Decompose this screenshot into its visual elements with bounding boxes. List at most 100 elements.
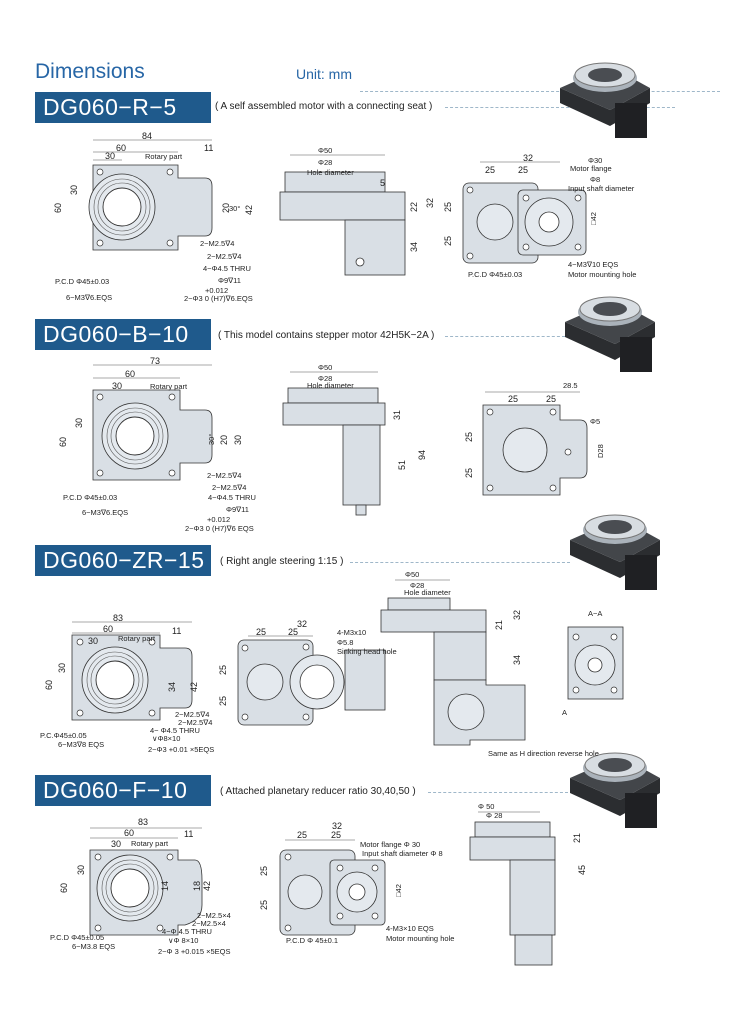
side-view-dimension-label: 31 <box>392 409 402 420</box>
top-view-dimension-label: 42 <box>244 204 254 215</box>
top-view-dimension-label: 2−M2.5∇4 <box>178 718 213 727</box>
side-view-dimension-label: Hole diameter <box>404 588 451 597</box>
motor-view-r5 <box>462 182 587 264</box>
model-banner-r5: DG060−R−5 <box>35 92 211 123</box>
side-view-dimension-label: Φ28 <box>410 581 425 590</box>
top-view-dimension-label: 60 <box>58 436 68 447</box>
top-view-dimension-label: 30° <box>229 204 241 213</box>
dimension-lines <box>72 139 580 841</box>
top-view-dimension-label: +0.012 <box>205 286 229 295</box>
top-view-dimension-label: 14 <box>160 880 170 891</box>
motor-view-dimension-label: □42 <box>394 884 403 897</box>
top-view-dimension-label: 30 <box>88 636 99 646</box>
top-view-dimension-label: 2−M2.5∇4 <box>175 710 210 719</box>
motor-view-dimension-label: Input shaft diameter Φ 8 <box>362 849 443 858</box>
motor-view-dimension-label: 25 <box>288 627 299 637</box>
motor-view-dimension-label: 25 <box>464 431 474 442</box>
motor-view-dimension-label: Motor flange <box>570 164 612 173</box>
motor-view-dimension-label: 25 <box>259 865 269 876</box>
motor-view-b10 <box>482 404 588 496</box>
side-view-dimension-label: Φ28 <box>318 374 333 383</box>
product-photo-f10 <box>569 752 661 829</box>
top-view-b10 <box>92 389 213 481</box>
top-view-dimension-label: 2−M2.5×4 <box>192 919 226 928</box>
motor-view-dimension-label: 4-M3x10 <box>337 628 367 637</box>
top-view-dimension-label: 73 <box>150 356 161 366</box>
top-view-dimension-label: 2−Φ 3 +0.015 ×5EQS <box>158 947 231 956</box>
motor-view-dimension-label: 25 <box>508 394 519 404</box>
top-view-dimension-label: Rotary part <box>150 382 188 391</box>
top-view-dimension-label: 20 <box>219 434 229 445</box>
model-banner-zr15: DG060−ZR−15 <box>35 545 211 576</box>
motor-view-dimension-label: 25 <box>256 627 267 637</box>
top-view-dimension-label: 42 <box>202 880 212 891</box>
section-view-a-a <box>567 626 624 700</box>
motor-view-dimension-label: 25 <box>218 695 228 706</box>
divider <box>445 336 565 337</box>
top-view-dimension-label: 11 <box>184 829 194 839</box>
motor-view-dimension-label: P.C.D Φ45±0.03 <box>468 270 523 279</box>
top-view-dimension-label: 60 <box>44 679 54 690</box>
top-view-dimension-label: ∨Φ8×10 <box>152 734 181 743</box>
model-note: ( A self assembled motor with a connecti… <box>215 101 433 112</box>
top-view-dimension-label: P.C.D Φ45±0.03 <box>55 277 110 286</box>
top-view-dimension-label: 11 <box>204 143 214 153</box>
side-view-dimension-label: Φ28 <box>318 158 333 167</box>
motor-view-dimension-label: Motor mounting hole <box>386 934 455 943</box>
top-view-dimension-label: 30 <box>233 434 243 445</box>
motor-view-dimension-label: 25 <box>464 467 474 478</box>
product-photo-zr15 <box>569 514 661 591</box>
divider <box>445 107 675 108</box>
side-view-dimension-label: 94 <box>417 449 427 460</box>
top-view-dimension-label: 30 <box>76 864 86 875</box>
motor-view-dimension-label: Φ5 <box>590 417 601 426</box>
model-note: ( This model contains stepper motor 42H5… <box>218 330 435 341</box>
side-view-dimension-label: 5 <box>380 178 386 188</box>
top-view-dimension-label: 2−M2.5∇4 <box>207 471 242 480</box>
motor-view-dimension-label: □42 <box>589 212 598 225</box>
motor-view-dimension-label: 4−M3∇10 EQS <box>568 260 619 269</box>
motor-view-dimension-label: 32 <box>523 153 534 163</box>
top-view-dimension-label: 6−M3∇6.EQS <box>66 293 113 302</box>
model-banner-f10: DG060−F−10 <box>35 775 211 806</box>
side-view-f10 <box>469 821 556 966</box>
motor-view-dimension-label: 25 <box>485 165 496 175</box>
top-view-dimension-label: Φ9∇11 <box>218 276 241 285</box>
top-view-dimension-label: 30 <box>57 662 67 673</box>
top-view-dimension-label: 30 <box>74 417 84 428</box>
side-view-dimension-label: Hole diameter <box>307 381 354 390</box>
top-view-dimension-label: Rotary part <box>131 839 169 848</box>
top-view-dimension-label: 30 <box>112 381 123 391</box>
top-view-dimension-label: 60 <box>103 624 114 634</box>
top-view-dimension-label: 60 <box>53 202 63 213</box>
top-view-dimension-label: 34 <box>167 681 177 692</box>
top-view-dimension-label: 4−Φ4.5 THRU <box>208 493 256 502</box>
motor-view-dimension-label: D28 <box>596 444 605 458</box>
top-view-dimension-label: 83 <box>138 817 149 827</box>
top-view-r5 <box>88 164 213 251</box>
page-title: Dimensions <box>35 60 145 83</box>
side-view-dimension-label: 34 <box>512 654 522 665</box>
side-view-dimension-label: Same as H direction reverse hole <box>488 749 599 758</box>
top-view-dimension-label: Rotary part <box>118 634 156 643</box>
side-view-dimension-label: Φ 50 <box>478 802 495 811</box>
side-view-r5 <box>279 171 406 276</box>
top-view-dimension-label: P.C.D Φ45±0.05 <box>50 933 105 942</box>
side-view-dimension-label: 51 <box>397 459 407 470</box>
side-view-zr15 <box>380 597 526 746</box>
side-view-dimension-label: 34 <box>409 241 419 252</box>
motor-view-dimension-label: 25 <box>443 235 453 246</box>
top-view-dimension-label: 4−Φ4.5 THRU <box>203 264 251 273</box>
top-view-dimension-label: 2−Φ3 0 (H7)∇6.EQS <box>184 294 253 303</box>
motor-view-dimension-label: Φ5.8 <box>337 638 354 647</box>
section-view-dimension-label: A−A <box>588 609 603 618</box>
top-view-dimension-label: ∨Φ 8×10 <box>168 936 199 945</box>
product-photo-r5 <box>559 62 651 139</box>
top-view-dimension-label: P.C.D Φ45±0.03 <box>63 493 118 502</box>
unit-label: Unit: mm <box>296 66 352 82</box>
top-view-dimension-label: Φ9∇11 <box>226 505 249 514</box>
top-view-dimension-label: 4− Φ4.5 THRU <box>150 726 200 735</box>
top-view-dimension-label: Rotary part <box>145 152 183 161</box>
top-view-dimension-label: 30 <box>105 151 116 161</box>
